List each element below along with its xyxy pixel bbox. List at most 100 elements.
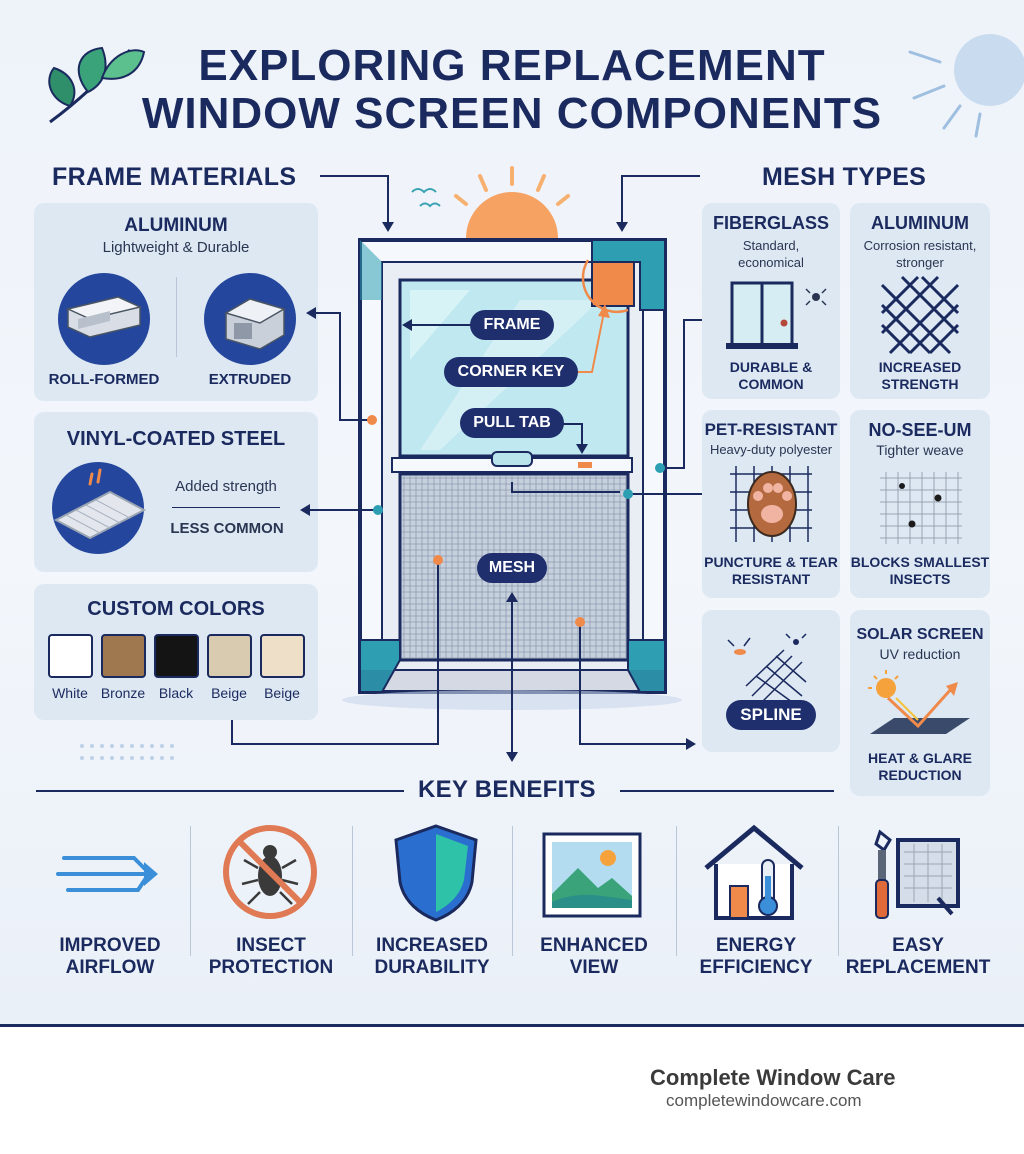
benefit-line: INCREASED: [376, 935, 488, 956]
benefit-line: PROTECTION: [208, 957, 334, 978]
pull-tab-label: PULL TAB: [460, 408, 564, 438]
extruded-label: EXTRUDED: [208, 371, 292, 388]
page-title-line-2: WINDOW SCREEN COMPONENTS: [141, 89, 883, 138]
corner-key-label: CORNER KEY: [444, 357, 578, 387]
color-swatch: [260, 634, 305, 678]
divider: [352, 826, 353, 956]
benefit-line: INSECT: [236, 935, 306, 956]
divider: [620, 790, 834, 792]
benefit-line: REPLACEMENT: [845, 957, 991, 978]
aluminum-frame-card: ALUMINUM Lightweight & Durable ROLL-FORM…: [34, 203, 318, 401]
brand-url: completewindowcare.com: [666, 1091, 862, 1110]
aluminum-mesh-caption: INCREASED STRENGTH: [878, 359, 962, 392]
less-common-note: LESS COMMON: [170, 520, 284, 537]
divider: [172, 507, 280, 508]
divider: [838, 826, 839, 956]
color-swatch: [48, 634, 93, 678]
pet-resistant-caption: PUNCTURE & TEAR RESISTANT: [704, 554, 838, 587]
diamond-mesh-icon: [880, 275, 960, 355]
frame-label: FRAME: [470, 310, 554, 340]
fiberglass-title: FIBERGLASS: [712, 213, 829, 233]
aluminum-frame-subtitle: Lightweight & Durable: [102, 239, 250, 256]
aluminum-mesh-card: ALUMINUM Corrosion resistant, stronger I…: [850, 203, 990, 399]
page-title-line-1: EXPLORING REPLACEMENT: [198, 41, 826, 90]
benefit-line: EASY: [892, 935, 944, 956]
spline-card: SPLINE: [702, 610, 840, 752]
sun-corner-icon: [908, 34, 1024, 138]
fiberglass-mesh-card: FIBERGLASS Standard, economical DURABLE …: [702, 203, 840, 399]
extruded-profile-icon: [204, 273, 296, 365]
airflow-icon: [56, 856, 158, 892]
color-swatch-label: White: [52, 685, 88, 701]
fine-mesh-bugs-icon: [880, 472, 962, 544]
added-strength-note: Added strength: [175, 478, 277, 495]
vinyl-steel-title: VINYL-COATED STEEL: [66, 428, 286, 450]
divider: [512, 826, 513, 956]
wrench-screen-icon: [874, 829, 960, 919]
divider: [176, 277, 177, 357]
infographic: EXPLORING REPLACEMENT WINDOW SCREEN COMP…: [0, 0, 1024, 1025]
dot-pattern-decoration: [80, 744, 174, 760]
no-insect-icon: [223, 825, 317, 919]
benefit-line: VIEW: [569, 957, 619, 978]
benefit-line: DURABILITY: [374, 957, 490, 978]
coated-steel-mesh-icon: [52, 462, 147, 554]
fiberglass-caption: DURABLE & COMMON: [729, 359, 813, 392]
no-see-um-title: NO-SEE-UM: [868, 420, 972, 440]
no-see-um-caption: BLOCKS SMALLEST INSECTS: [850, 554, 990, 587]
frame-materials-heading: FRAME MATERIALS: [52, 163, 297, 191]
landscape-icon: [542, 832, 642, 918]
aluminum-mesh-title: ALUMINUM: [871, 213, 969, 233]
no-see-um-subtitle: Tighter weave: [876, 442, 964, 458]
key-benefits-heading: KEY BENEFITS: [418, 776, 596, 803]
color-swatch-label: Black: [158, 685, 194, 701]
shield-icon: [394, 824, 478, 922]
benefit-line: ENERGY: [715, 935, 797, 956]
paw-icon: [730, 466, 812, 542]
color-swatch: [207, 634, 252, 678]
spline-bugs-icon: [727, 633, 807, 703]
color-swatch: [154, 634, 199, 678]
house-thermometer-icon: [704, 824, 804, 920]
color-swatch: [101, 634, 146, 678]
sun-icon: [411, 166, 570, 238]
footer-divider: [0, 1024, 1024, 1027]
pull-tab: [491, 451, 533, 467]
fiberglass-subtitle: Standard, economical: [738, 238, 804, 270]
benefit-line: ENHANCED: [540, 935, 648, 956]
mesh-label: MESH: [477, 553, 547, 583]
color-swatch-label: Beige: [211, 685, 247, 701]
solar-screen-subtitle: UV reduction: [879, 646, 961, 662]
roll-formed-profile-icon: [58, 273, 150, 365]
benefit-line: AIRFLOW: [65, 957, 155, 978]
aluminum-mesh-subtitle: Corrosion resistant, stronger: [863, 238, 977, 270]
color-swatch-label: Beige: [264, 685, 300, 701]
corner-key: [591, 261, 635, 307]
solar-screen-title: SOLAR SCREEN: [856, 626, 984, 643]
mesh-types-heading: MESH TYPES: [762, 163, 927, 191]
roll-formed-label: ROLL-FORMED: [48, 371, 160, 388]
pet-resistant-subtitle: Heavy-duty polyester: [709, 442, 833, 457]
aluminum-frame-title: ALUMINUM: [124, 215, 228, 236]
window-with-bugs-icon: [726, 281, 827, 349]
brand-name: Complete Window Care: [650, 1065, 896, 1090]
solar-screen-card: SOLAR SCREEN UV reduction HEAT & GLARE R…: [850, 610, 990, 796]
custom-colors-title: CUSTOM COLORS: [87, 598, 265, 620]
divider: [190, 826, 191, 956]
solar-screen-caption: HEAT & GLARE REDUCTION: [868, 750, 972, 783]
vinyl-steel-card: VINYL-COATED STEEL Added strength LESS C…: [34, 412, 318, 572]
color-swatch-label: Bronze: [100, 685, 146, 701]
pet-resistant-card: PET-RESISTANT Heavy-duty polyester PUNCT…: [702, 410, 840, 598]
benefit-line: IMPROVED: [59, 935, 161, 956]
divider: [676, 826, 677, 956]
no-see-um-card: NO-SEE-UM Tighter weave BLOCKS SMALLEST …: [850, 410, 990, 598]
divider: [36, 790, 404, 792]
custom-colors-card: CUSTOM COLORS White Bronze Black Beige Beige: [34, 584, 318, 720]
sun-deflect-icon: [868, 670, 970, 734]
